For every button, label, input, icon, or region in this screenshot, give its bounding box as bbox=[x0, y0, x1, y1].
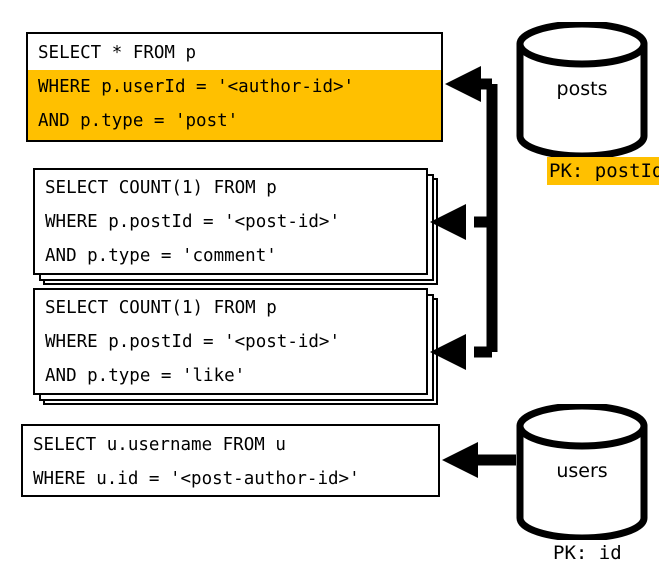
datastore-label: posts bbox=[556, 78, 608, 100]
cylinder-shape-icon bbox=[516, 402, 648, 542]
code-line: WHERE p.postId = '<post-id>' bbox=[45, 332, 341, 352]
code-line-highlighted: WHERE p.userId = '<author-id>' bbox=[28, 70, 441, 104]
query-box-main-post-query[interactable]: SELECT * FROM p WHERE p.userId = '<autho… bbox=[26, 32, 443, 142]
cylinder-shape-icon bbox=[516, 20, 648, 160]
primary-key-label-users: PK: id bbox=[553, 542, 622, 564]
code-line-highlighted: AND p.type = 'post' bbox=[28, 104, 441, 140]
primary-key-label-posts: PK: postId bbox=[547, 157, 659, 185]
arrowhead-icon bbox=[445, 66, 481, 102]
datastore-label: users bbox=[556, 460, 608, 482]
query-box-username-query[interactable]: SELECT u.username FROM u WHERE u.id = '<… bbox=[21, 424, 440, 497]
code-line: AND p.type = 'comment' bbox=[45, 246, 277, 266]
arrowhead-icon bbox=[442, 442, 478, 478]
datastore-cylinder-posts[interactable]: posts bbox=[516, 20, 648, 160]
code-line: SELECT COUNT(1) FROM p bbox=[45, 178, 277, 198]
code-line: WHERE u.id = '<post-author-id>' bbox=[33, 469, 360, 489]
query-box-comment-count-query[interactable]: SELECT COUNT(1) FROM p WHERE p.postId = … bbox=[33, 168, 428, 275]
datastore-cylinder-users[interactable]: users bbox=[516, 402, 648, 542]
code-line: WHERE p.postId = '<post-id>' bbox=[45, 212, 341, 232]
code-line: SELECT * FROM p bbox=[38, 43, 197, 63]
query-box-like-count-query[interactable]: SELECT COUNT(1) FROM p WHERE p.postId = … bbox=[33, 288, 428, 395]
code-line: SELECT COUNT(1) FROM p bbox=[45, 298, 277, 318]
code-line: SELECT u.username FROM u bbox=[33, 435, 286, 455]
code-line: AND p.type = 'like' bbox=[45, 366, 246, 386]
connector-users-arrow bbox=[442, 442, 516, 478]
